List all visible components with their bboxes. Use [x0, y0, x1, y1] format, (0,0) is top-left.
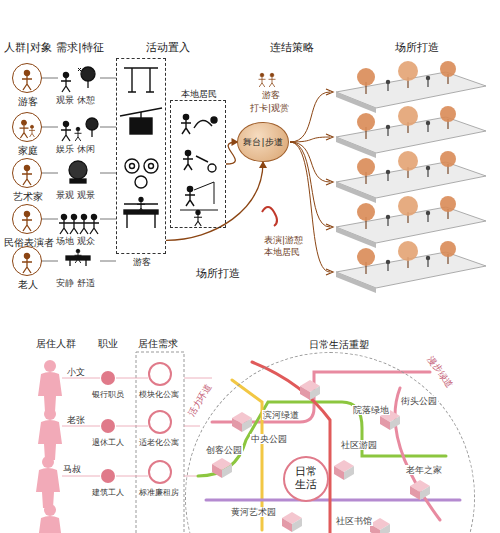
node-text: 艺术家	[13, 191, 43, 203]
job-icons	[101, 371, 115, 483]
text-label: 场所打造	[395, 42, 439, 55]
text-label: 场地 观众	[56, 236, 95, 246]
text-label: 街头公园	[400, 396, 438, 406]
text-label: 漫步绿道	[425, 353, 455, 390]
text-label: 场所打造	[196, 268, 240, 281]
text-label: 活动置入	[146, 42, 190, 55]
place-blocks	[212, 380, 430, 533]
activity-box: 本地居民	[170, 100, 226, 228]
text-label: 模块化公寓	[138, 390, 180, 399]
text-label: 娱乐 休闲	[56, 144, 95, 154]
person-circle: 老人	[12, 246, 42, 276]
text-label: 退休工人	[92, 438, 124, 447]
text-label: 社区书馆	[335, 516, 373, 526]
text-label: 老年之家	[405, 465, 443, 475]
text-label: 安静 舒适	[56, 278, 95, 288]
resident-lines	[62, 378, 212, 476]
text-label: 适老化公寓	[138, 438, 180, 447]
text-label: 需求|特征	[56, 42, 104, 55]
text-label: 滨河绿道	[262, 410, 300, 420]
text-label: 连结策略	[270, 42, 314, 55]
text-label: 游客	[262, 90, 280, 100]
node-text: 老人	[18, 279, 38, 291]
demand-column	[136, 352, 184, 533]
text-label: 观景 休憩	[56, 95, 95, 105]
node-text: 本地居民	[181, 89, 217, 99]
text-label: 景观 观景	[56, 190, 95, 200]
text-label: 银行职员	[92, 390, 124, 399]
node-text: 日常生活重塑	[309, 339, 369, 351]
metro-lines	[198, 362, 460, 533]
text-label: 马叔	[62, 464, 82, 474]
node-text: 家庭	[18, 145, 38, 157]
node-text: 日常生活	[295, 466, 318, 491]
text-label: 表演|游憩	[264, 235, 303, 245]
connector	[166, 162, 263, 240]
text-label: 创客公园	[205, 445, 243, 455]
text-label: 标准廉租房	[138, 488, 180, 497]
text-label: 人群|对象	[4, 42, 52, 55]
text-label: 打卡|观赏	[250, 103, 289, 113]
resident-figures	[36, 360, 62, 533]
node-text: 舞台|步道	[243, 137, 282, 147]
link-lines	[42, 78, 116, 261]
person-circle: 民俗表演者	[12, 204, 42, 234]
node-text: 游客	[18, 96, 38, 108]
person-circle: 家庭	[12, 112, 42, 142]
activity-box: 游客	[116, 58, 166, 254]
text-label: 建筑工人	[92, 488, 124, 497]
text-label: 本地居民	[264, 247, 300, 257]
text-label: 老张	[66, 415, 86, 425]
text-label: 黄河艺术园	[230, 507, 277, 517]
text-label: 中央公园	[250, 434, 288, 444]
text-label: 院落绿地	[352, 405, 390, 415]
life-circle: 日常生活重塑日常生活	[185, 352, 475, 533]
text-label: 职业	[98, 338, 118, 350]
person-circle: 游客	[12, 63, 42, 93]
site-sketches	[336, 61, 486, 293]
text-label: 小文	[66, 367, 86, 377]
node-text: 游客	[133, 257, 151, 267]
hub-circle: 舞台|步道	[237, 122, 288, 162]
text-label: 居住需求	[138, 338, 178, 350]
person-circle: 艺术家	[12, 158, 42, 188]
text-label: 居住人群	[36, 338, 76, 350]
connector	[226, 142, 237, 164]
text-label: 社区游园	[340, 440, 378, 450]
core-circle: 日常生活	[283, 456, 329, 502]
text-label: 活力环道	[186, 381, 215, 419]
demand-icons	[149, 363, 171, 483]
activity-icons	[120, 68, 218, 228]
